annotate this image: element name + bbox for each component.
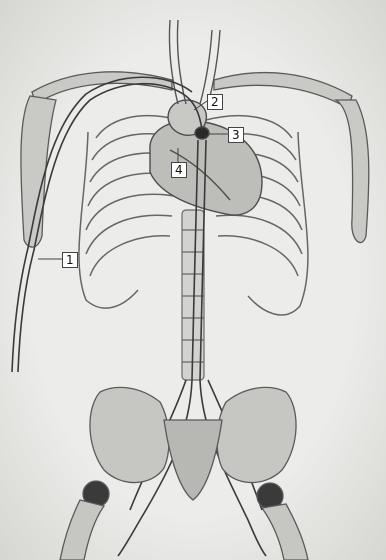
callout-2: 2 (207, 94, 223, 110)
callout-1: 1 (62, 252, 78, 268)
callout-4: 4 (171, 162, 187, 178)
callout-3: 3 (228, 127, 244, 143)
